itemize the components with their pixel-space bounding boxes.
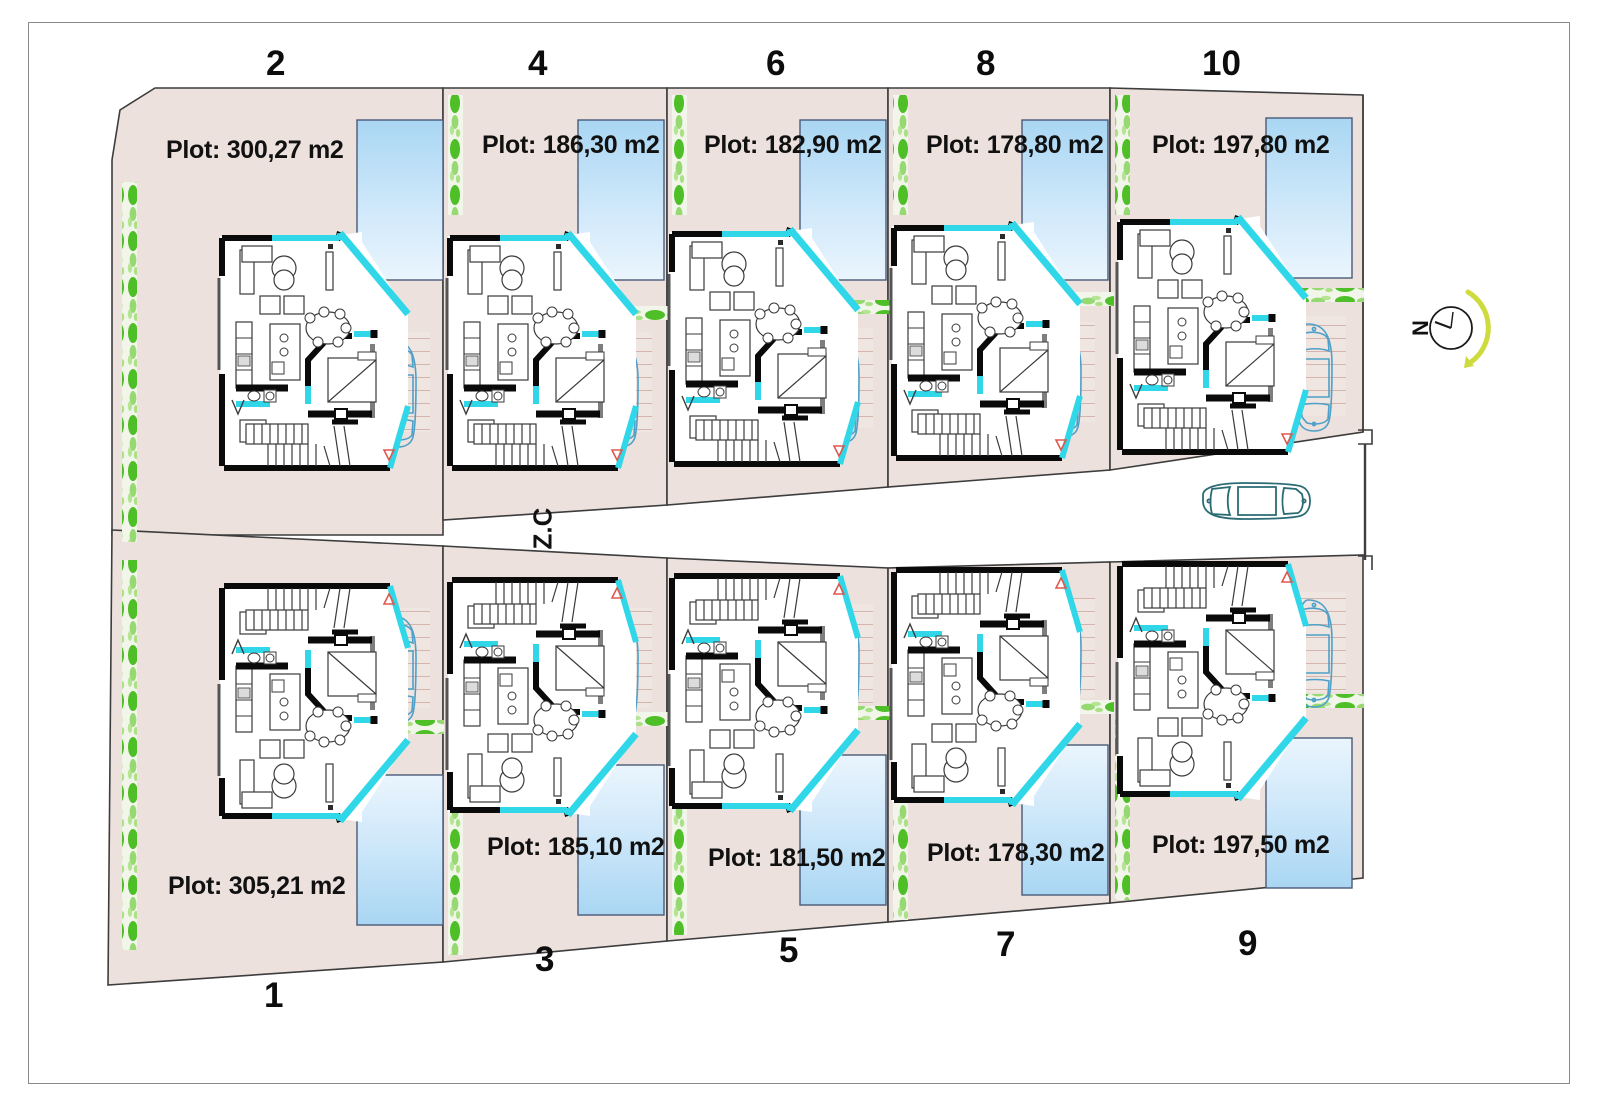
- plot-area-label-9: Plot: 197,50 m2: [1152, 831, 1330, 859]
- house-number-10: 10: [1202, 44, 1241, 83]
- common-zone-label: Z.C: [527, 507, 558, 550]
- north-label: N: [1407, 320, 1433, 336]
- plot-area-label-5: Plot: 181,50 m2: [708, 844, 886, 872]
- hedge-icon: [1115, 95, 1130, 215]
- house-number-1: 1: [264, 976, 284, 1015]
- east-boundary-wall: [1358, 95, 1373, 570]
- hedge-icon: [122, 560, 137, 950]
- pool-2: [356, 119, 444, 281]
- pool-1: [356, 774, 444, 926]
- house-number-3: 3: [535, 940, 555, 979]
- house-number-5: 5: [779, 931, 799, 970]
- house-number-2: 2: [266, 44, 286, 83]
- hedge-icon: [672, 95, 687, 215]
- plot-area-label-1: Plot: 305,21 m2: [168, 872, 346, 900]
- north-compass: [1429, 289, 1491, 368]
- car-top-view-icon: [1202, 482, 1311, 520]
- plot-area-label-3: Plot: 185,10 m2: [487, 833, 665, 861]
- plot-area-label-4: Plot: 186,30 m2: [482, 131, 660, 159]
- hedge-icon: [448, 95, 463, 215]
- house-number-6: 6: [766, 44, 786, 83]
- house-number-8: 8: [976, 44, 996, 83]
- house-number-9: 9: [1238, 924, 1258, 963]
- house-number-7: 7: [996, 925, 1016, 964]
- pool-10: [1265, 117, 1353, 279]
- plot-area-label-6: Plot: 182,90 m2: [704, 131, 882, 159]
- hedge-icon: [893, 95, 908, 215]
- plot-area-label-2: Plot: 300,27 m2: [166, 136, 344, 164]
- hedge-icon: [122, 182, 137, 542]
- pool-9: [1265, 737, 1353, 889]
- house-number-4: 4: [528, 44, 548, 83]
- pools: [356, 117, 1353, 926]
- plot-area-label-10: Plot: 197,80 m2: [1152, 131, 1330, 159]
- plot-area-label-8: Plot: 178,80 m2: [926, 131, 1104, 159]
- plot-area-label-7: Plot: 178,30 m2: [927, 839, 1105, 867]
